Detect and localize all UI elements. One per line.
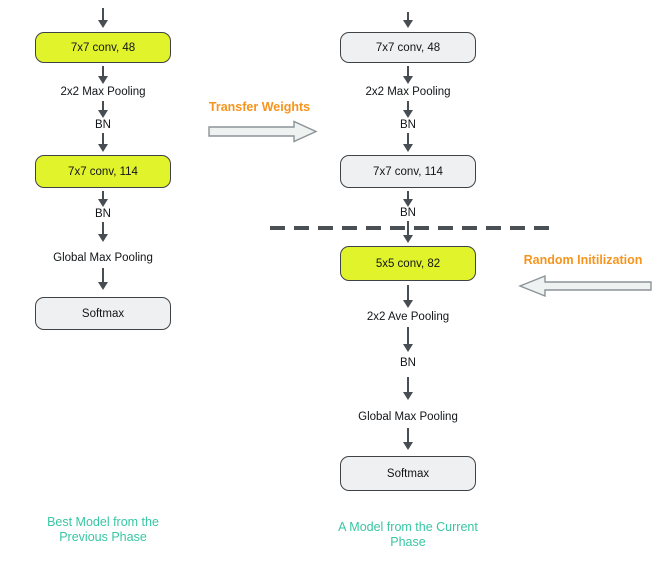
phase-divider-dashed-line — [270, 226, 551, 230]
flow-arrow — [403, 377, 413, 400]
op-label-global-max-pooling-right: Global Max Pooling — [358, 411, 458, 423]
op-label-max-pooling-right: 2x2 Max Pooling — [365, 86, 451, 98]
flow-arrow — [98, 66, 108, 84]
flow-arrow — [403, 285, 413, 308]
flow-arrow — [403, 428, 413, 450]
conv-box-5x5-82: 5x5 conv, 82 — [340, 246, 476, 281]
op-label-bn-right-2: BN — [400, 207, 416, 219]
flow-arrow — [98, 191, 108, 207]
flow-arrow — [403, 133, 413, 152]
flow-arrow — [98, 8, 108, 28]
conv-box-7x7-48-left: 7x7 conv, 48 — [35, 32, 171, 63]
op-label-bn-right-1: BN — [400, 119, 416, 131]
op-label-bn-left-1: BN — [95, 119, 111, 131]
left-model-column: 7x7 conv, 48 2x2 Max Pooling BN 7x7 conv… — [23, 0, 183, 580]
transfer-weights-label: Transfer Weights — [208, 100, 311, 114]
flow-arrow — [403, 12, 413, 28]
random-initialization-arrow-icon — [518, 274, 652, 298]
flow-arrow — [403, 191, 413, 207]
flow-arrow — [98, 101, 108, 118]
transfer-weights-arrow-icon — [208, 120, 318, 143]
op-label-max-pooling-left: 2x2 Max Pooling — [60, 86, 146, 98]
softmax-box-left: Softmax — [35, 297, 171, 330]
flow-arrow — [403, 101, 413, 118]
op-label-bn-right-3: BN — [400, 357, 416, 369]
op-label-global-max-pooling-left: Global Max Pooling — [53, 252, 153, 264]
conv-box-7x7-114-left: 7x7 conv, 114 — [35, 155, 171, 188]
conv-box-7x7-48-right: 7x7 conv, 48 — [340, 32, 476, 63]
random-initialization-label: Random Initilization — [523, 253, 643, 267]
op-label-bn-left-2: BN — [95, 208, 111, 220]
flow-arrow — [98, 133, 108, 152]
right-model-caption: A Model from the Current Phase — [338, 520, 478, 549]
flow-arrow — [403, 327, 413, 352]
right-model-column: 7x7 conv, 48 2x2 Max Pooling BN 7x7 conv… — [328, 0, 488, 580]
flow-arrow — [403, 66, 413, 84]
conv-box-7x7-114-right: 7x7 conv, 114 — [340, 155, 476, 188]
flow-arrow — [98, 222, 108, 242]
flow-arrow — [98, 268, 108, 290]
left-model-caption: Best Model from the Previous Phase — [47, 515, 159, 544]
op-label-ave-pooling: 2x2 Ave Pooling — [366, 311, 450, 323]
softmax-box-right: Softmax — [340, 456, 476, 491]
